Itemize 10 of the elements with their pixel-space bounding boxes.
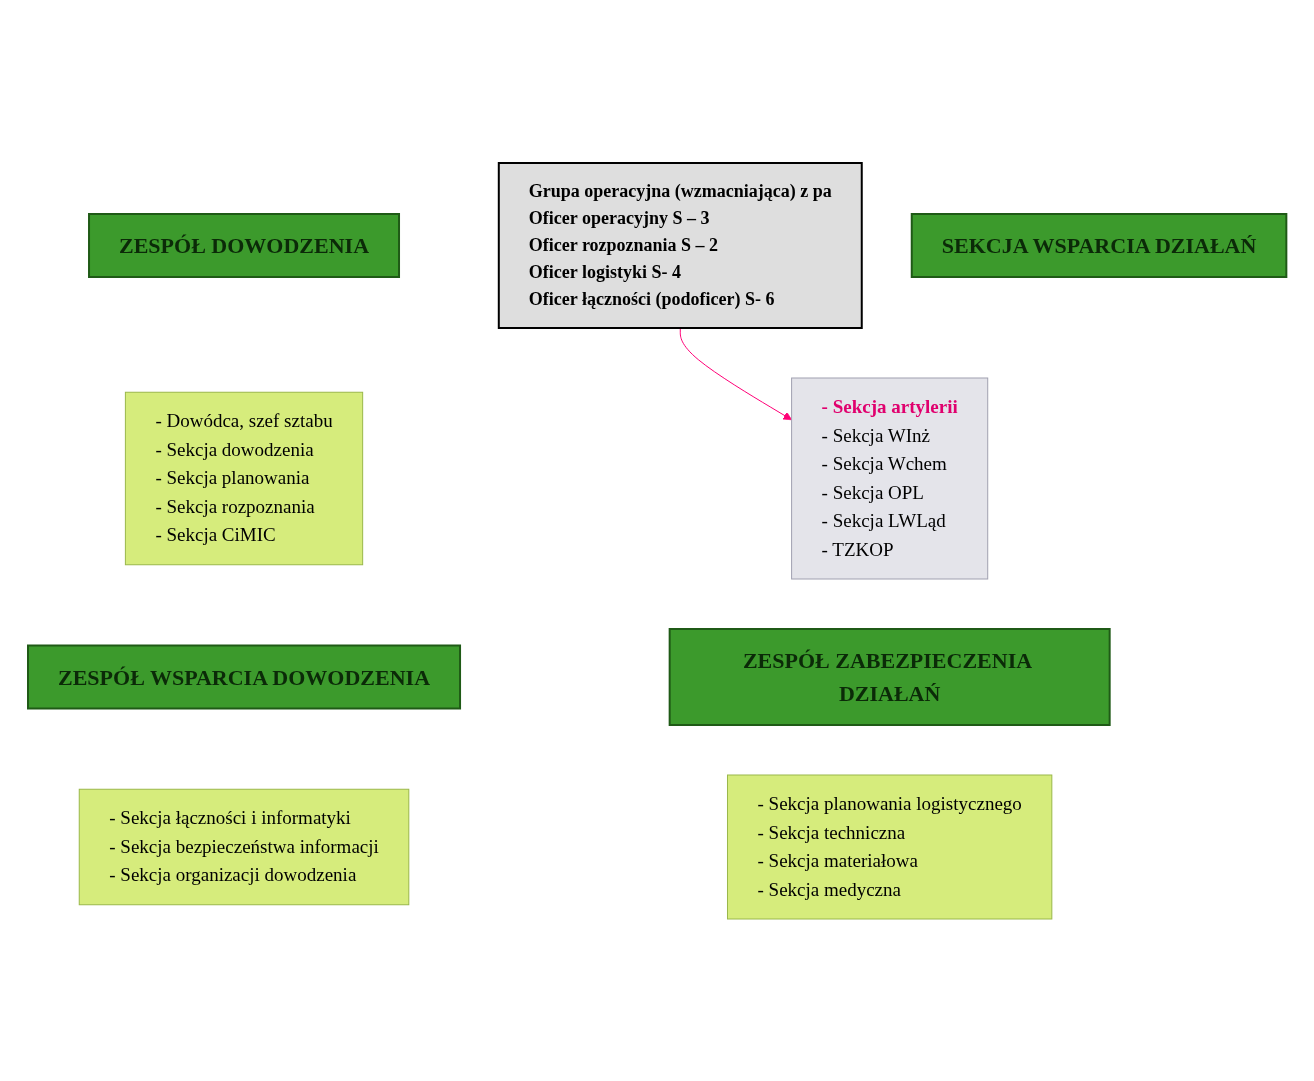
node-box: - Sekcja łączności i informatyki - Sekcja bezpieczeństwa informacji - Sekcja organizacji dowodzenia: [78, 788, 410, 905]
node-box: - Sekcja planowania logistycznego - Sekcja techniczna - Sekcja materiałowa - Sekcja medyczna: [726, 774, 1053, 919]
node-box: Grupa operacyjna (wzmacniająca) z pa Oficer operacyjny S – 3 Oficer rozpoznania S – 2 Oficer logistyki S- 4 Oficer łączności (podoficer) S- 6: [497, 161, 863, 329]
node-box: - Sekcja artylerii - Sekcja WInż - Sekcja Wchem - Sekcja OPL - Sekcja LWLąd - TZKOP: [790, 377, 989, 579]
node-box: ZESPÓŁ WSPARCIA DOWODZENIA: [26, 644, 461, 709]
node-box: ZESPÓŁ DOWODZENIA: [87, 212, 400, 278]
node-box: ZESPÓŁ ZABEZPIECZENIA DZIAŁAŃ: [668, 627, 1111, 726]
arrow: [679, 327, 792, 420]
node-box: SEKCJA WSPARCIA DZIAŁAŃ: [910, 212, 1288, 278]
node-box: - Dowódca, szef sztabu - Sekcja dowodzenia - Sekcja planowania - Sekcja rozpoznania - Sekcja CiMIC: [124, 391, 363, 565]
